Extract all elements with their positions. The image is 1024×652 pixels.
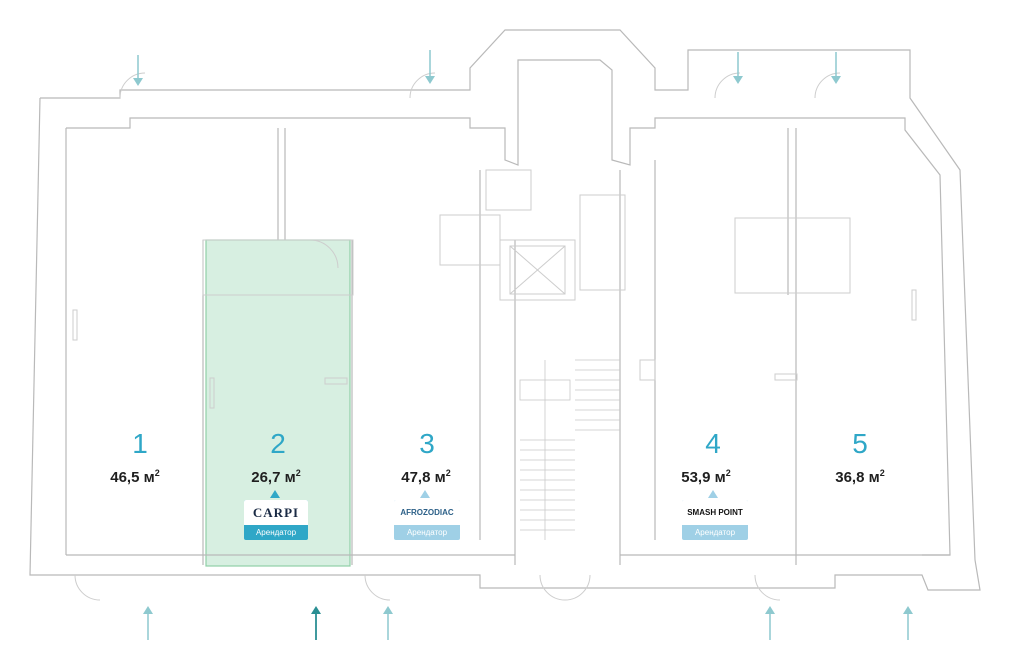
entrance-arrow-icon	[133, 55, 143, 86]
entrance-arrow-icon	[143, 606, 153, 640]
unit-number: 5	[852, 428, 868, 459]
tenant-badge[interactable]: AFROZODIAC Арендатор	[394, 500, 460, 540]
unit-number: 4	[705, 428, 721, 459]
tenant-badge[interactable]: SMASH POINT Арендатор	[682, 500, 748, 540]
entrance-arrow-icon	[425, 50, 435, 84]
tenant-label: Арендатор	[694, 528, 736, 537]
entrance-arrow-icon	[831, 52, 841, 84]
unit-area: 53,9 м2	[681, 468, 731, 486]
unit-number: 1	[132, 428, 148, 459]
unit-number: 3	[419, 428, 435, 459]
entrance-arrow-icon	[733, 52, 743, 84]
tenant-label: Арендатор	[255, 528, 297, 537]
entrance-arrow-icon	[383, 606, 393, 640]
tenant-logo: AFROZODIAC	[394, 500, 460, 525]
tenant-logo: SMASH POINT	[682, 500, 748, 525]
entrance-arrow-icon	[903, 606, 913, 640]
unit-area: 26,7 м2	[251, 468, 301, 486]
unit-number: 2	[270, 428, 286, 459]
tenant-badge[interactable]: CARPI Арендатор	[244, 500, 308, 540]
entrance-arrows	[133, 50, 913, 640]
pointer-icon	[420, 490, 430, 498]
entrance-arrow-icon	[765, 606, 775, 640]
tenant-label: Арендатор	[406, 528, 448, 537]
pointer-icon	[708, 490, 718, 498]
tenant-logo: CARPI	[244, 500, 308, 525]
entrance-arrow-selected-icon	[311, 606, 321, 640]
unit-area: 36,8 м2	[835, 468, 885, 486]
pointer-icon	[270, 490, 280, 498]
building-outline	[29, 29, 981, 601]
unit-area: 46,5 м2	[110, 468, 160, 486]
unit-area: 47,8 м2	[401, 468, 451, 486]
